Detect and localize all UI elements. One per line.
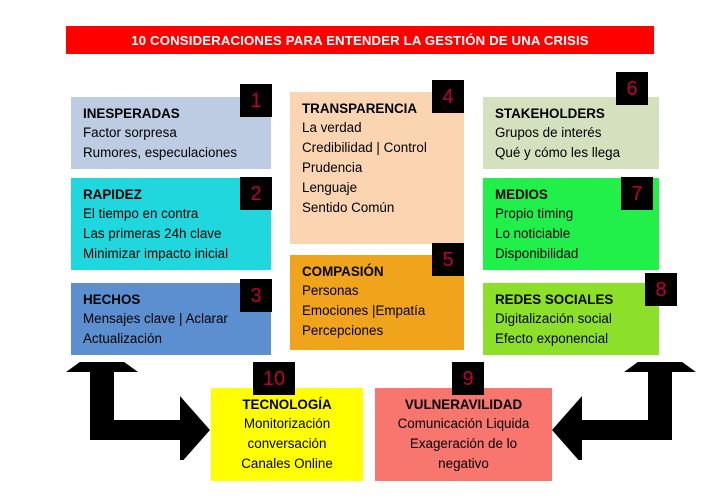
- card-line: Exageración de lo: [409, 436, 518, 451]
- badge-number: 6: [626, 77, 638, 100]
- card-line: Percepciones: [302, 323, 384, 338]
- card-line: Mensajes clave | Aclarar: [83, 311, 228, 326]
- card-line: Efecto exponencial: [495, 331, 609, 346]
- card-line: Personas: [302, 283, 359, 298]
- badge-number: 2: [250, 182, 262, 205]
- card-title: MEDIOS: [495, 187, 548, 202]
- badge-10: 10: [253, 362, 295, 395]
- badge-7: 7: [621, 177, 653, 210]
- badge-number: 9: [462, 367, 474, 390]
- card-line: Monitorización: [243, 416, 331, 431]
- card-title: VULNERAVILIDAD: [404, 397, 523, 412]
- card-line: Propio timing: [495, 206, 574, 221]
- card-tecnologia[interactable]: TECNOLOGÍA Monitorización conversación C…: [211, 388, 363, 481]
- card-redes-sociales[interactable]: REDES SOCIALES Digitalización social Efe…: [483, 283, 659, 355]
- card-inesperadas[interactable]: INESPERADAS Factor sorpresa Rumores, esp…: [71, 97, 271, 169]
- card-title: STAKEHOLDERS: [495, 106, 605, 121]
- badge-2: 2: [240, 177, 272, 210]
- card-vulnerabilidad[interactable]: VULNERAVILIDAD Comunicación Liquida Exag…: [375, 388, 552, 481]
- card-line: Actualización: [83, 331, 162, 346]
- page-title: 10 CONSIDERACIONES PARA ENTENDER LA GEST…: [131, 32, 589, 48]
- right-corner-arrow: [552, 362, 696, 460]
- card-rapidez[interactable]: RAPIDEZ El tiempo en contra Las primeras…: [71, 178, 271, 270]
- card-line: La verdad: [302, 120, 362, 135]
- card-hechos[interactable]: HECHOS Mensajes clave | Aclarar Actualiz…: [71, 283, 271, 355]
- card-line: Canales Online: [241, 456, 333, 471]
- card-line: El tiempo en contra: [83, 206, 199, 221]
- card-title: RAPIDEZ: [83, 187, 142, 202]
- card-line: Qué y cómo les llega: [495, 145, 621, 160]
- badge-6: 6: [616, 72, 648, 105]
- card-line: Digitalización social: [495, 311, 612, 326]
- card-title: TECNOLOGÍA: [242, 397, 332, 412]
- card-line: conversación: [247, 436, 327, 451]
- card-line: Prudencia: [302, 160, 363, 175]
- badge-4: 4: [432, 80, 464, 113]
- badge-number: 10: [262, 367, 286, 390]
- card-line: Disponibilidad: [495, 246, 579, 261]
- card-title: COMPASIÓN: [302, 264, 384, 279]
- card-line: Lenguaje: [302, 180, 358, 195]
- page-title-banner: 10 CONSIDERACIONES PARA ENTENDER LA GEST…: [66, 26, 654, 54]
- badge-number: 5: [442, 248, 454, 271]
- card-line: Sentido Común: [302, 200, 395, 215]
- card-line: Emociones |Empatía: [302, 303, 426, 318]
- badge-3: 3: [240, 279, 272, 312]
- badge-number: 7: [631, 182, 643, 205]
- badge-1: 1: [240, 84, 272, 117]
- card-line: Minimizar impacto inicial: [83, 246, 229, 261]
- card-title: REDES SOCIALES: [495, 292, 614, 307]
- left-corner-arrow: [66, 362, 210, 460]
- card-line: Grupos de interés: [495, 125, 602, 140]
- card-title: TRANSPARENCIA: [302, 101, 418, 116]
- card-line: negativo: [438, 456, 489, 471]
- card-line: Las primeras 24h clave: [83, 226, 222, 241]
- card-title: HECHOS: [83, 292, 141, 307]
- card-line: Credibilidad | Control: [302, 140, 427, 155]
- badge-number: 8: [655, 278, 667, 301]
- card-title: INESPERADAS: [83, 106, 180, 121]
- card-line: Lo noticiable: [495, 226, 571, 241]
- card-stakeholders[interactable]: STAKEHOLDERS Grupos de interés Qué y cóm…: [483, 97, 659, 169]
- badge-5: 5: [432, 243, 464, 276]
- card-line: Rumores, especulaciones: [83, 145, 238, 160]
- card-line: Comunicación Liquida: [397, 416, 530, 431]
- card-line: Factor sorpresa: [83, 125, 177, 140]
- badge-8: 8: [645, 273, 677, 306]
- card-transparencia[interactable]: TRANSPARENCIA La verdad Credibilidad | C…: [290, 92, 464, 244]
- badge-number: 4: [442, 85, 454, 108]
- badge-number: 1: [250, 89, 262, 112]
- badge-number: 3: [250, 284, 262, 307]
- badge-9: 9: [452, 362, 484, 395]
